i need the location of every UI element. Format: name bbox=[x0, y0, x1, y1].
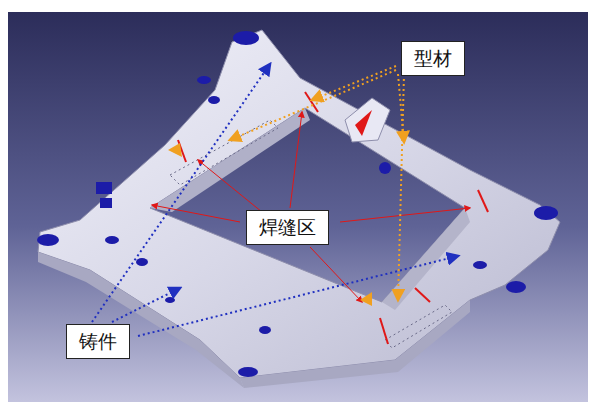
rail-shade bbox=[38, 252, 244, 388]
weld-seams bbox=[178, 92, 488, 344]
rib-texture bbox=[385, 305, 452, 348]
marker bbox=[168, 143, 182, 157]
label-text: 焊缝区 bbox=[259, 217, 316, 238]
bracket-mark bbox=[355, 110, 372, 136]
bracket bbox=[345, 98, 390, 142]
label-text: 型材 bbox=[414, 48, 452, 69]
label-box: 型材 bbox=[401, 41, 465, 76]
marker bbox=[360, 292, 372, 306]
label-text: 铸件 bbox=[79, 331, 117, 352]
weld-leaders bbox=[152, 112, 470, 302]
rail-shade bbox=[240, 300, 470, 388]
profile-leaders bbox=[230, 66, 404, 300]
background bbox=[8, 12, 588, 402]
label-box: 铸件 bbox=[66, 324, 130, 359]
bushings bbox=[37, 31, 558, 377]
rail-shade bbox=[382, 208, 470, 310]
label-box: 焊缝区 bbox=[246, 210, 329, 245]
subframe-frame bbox=[38, 30, 560, 378]
casting-leaders bbox=[92, 64, 458, 336]
rib-texture bbox=[170, 120, 278, 185]
